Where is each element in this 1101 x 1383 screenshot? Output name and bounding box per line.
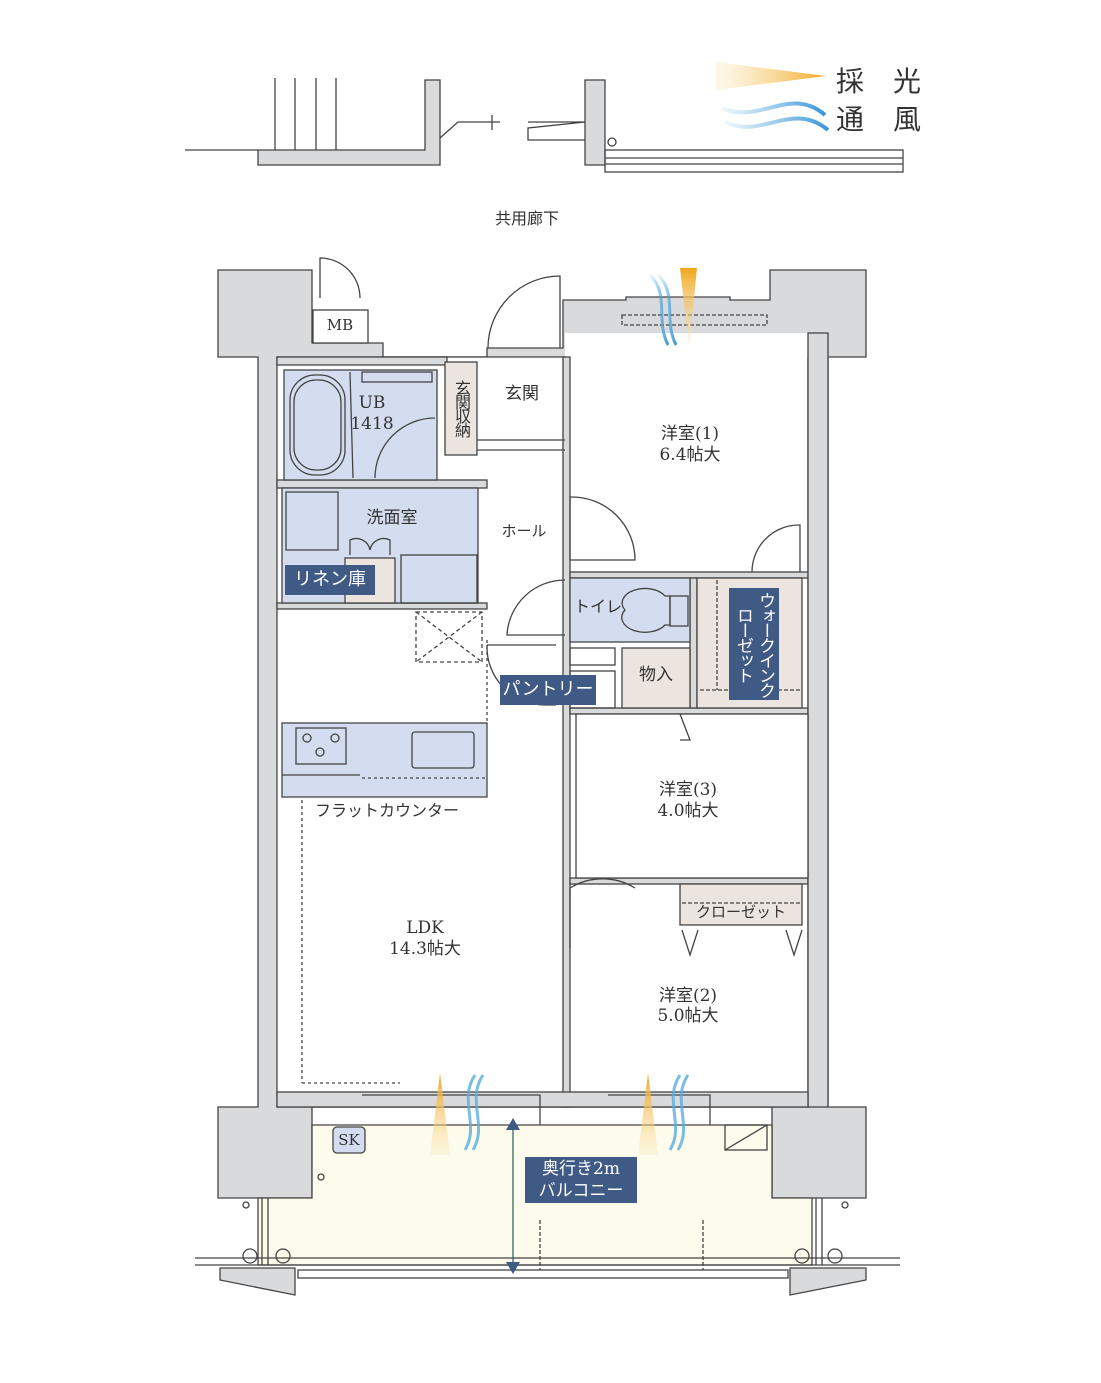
flat-counter-label: フラットカウンター	[314, 801, 460, 820]
light-wind-icon-ldk	[430, 1073, 485, 1155]
corridor-label: 共用廊下	[494, 209, 560, 228]
ldk-size: 14.3帖大	[389, 939, 461, 959]
mb-label: MB	[326, 316, 354, 334]
legend-light-char1: 採	[836, 65, 865, 98]
pantry-label: パントリー	[500, 675, 596, 705]
legend-wind-char2: 風	[893, 103, 922, 136]
ub-size: 1418	[350, 414, 394, 434]
balcony-name: バルコニー	[538, 1181, 624, 1201]
western3-label: 洋室(3)	[658, 780, 718, 800]
hall-label: ホール	[501, 522, 547, 540]
western3-size: 4.0帖大	[657, 801, 719, 821]
western1-label: 洋室(1)	[660, 424, 720, 444]
legend-wind-char1: 通	[836, 103, 865, 136]
western2-label: 洋室(2)	[658, 986, 718, 1006]
entrance-label: 玄関	[505, 384, 539, 404]
sk-label: SK	[338, 1131, 360, 1149]
entrance-storage-label: 玄関収納	[452, 380, 471, 436]
western2-size: 5.0帖大	[657, 1006, 719, 1026]
corridor-structure	[185, 78, 904, 173]
ub-label: UB	[358, 393, 386, 413]
light-wind-icon-top	[648, 268, 697, 348]
legend-light-char2: 光	[893, 65, 922, 98]
washroom-label: 洗面室	[366, 508, 418, 528]
wic-label: ウォークインクローゼット	[729, 588, 779, 700]
closet-label: クローゼット	[695, 903, 787, 921]
western1-size: 6.4帖大	[659, 445, 721, 465]
balcony-depth: 奥行き2m	[542, 1159, 620, 1179]
linen-label: リネン庫	[285, 565, 375, 595]
legend-icons	[716, 62, 830, 132]
light-wind-icon-western2	[638, 1073, 690, 1155]
balcony-label: 奥行き2m バルコニー	[525, 1157, 637, 1203]
toilet-label: トイレ	[573, 597, 623, 616]
ldk-label: LDK	[406, 918, 444, 938]
storage-label: 物入	[639, 665, 673, 685]
